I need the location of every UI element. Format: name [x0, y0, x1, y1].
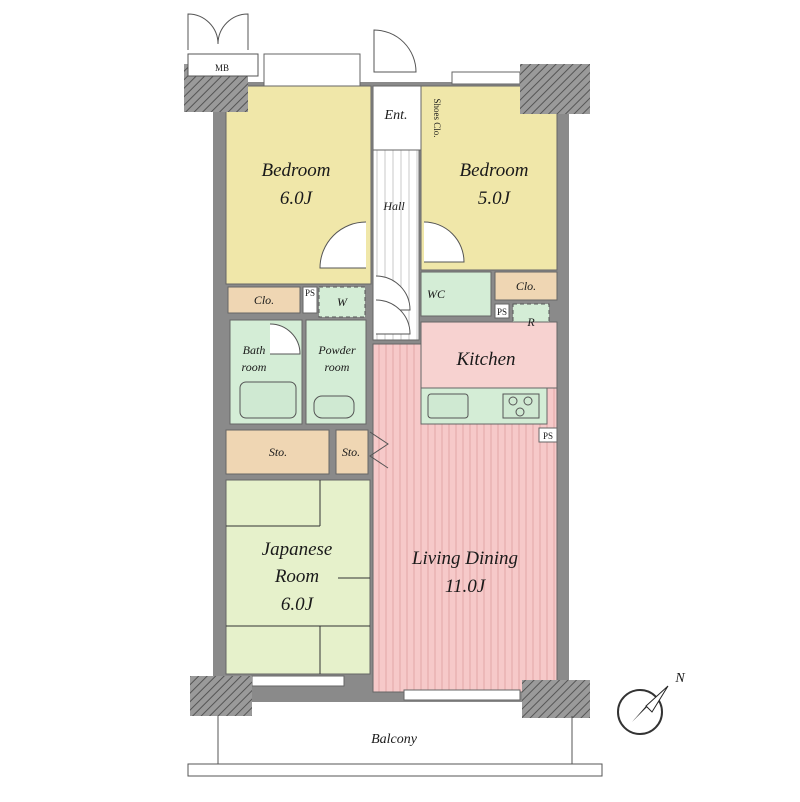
- closet-west-label: Clo.: [254, 293, 274, 307]
- wc-room: [420, 271, 492, 317]
- hall-label: Hall: [382, 199, 405, 213]
- mb-doors: [187, 13, 249, 50]
- window-north-west: [263, 53, 361, 87]
- living-dining-name: Living Dining: [411, 548, 518, 569]
- wc-label: WC: [427, 287, 446, 301]
- japanese-room-line2: Room: [274, 566, 319, 587]
- storage-1: [225, 429, 330, 475]
- japanese-room: [225, 479, 371, 675]
- bedroom-east-door: [423, 221, 465, 263]
- window-south-west: [251, 675, 345, 687]
- compass-icon: [617, 685, 669, 735]
- storage-2: [335, 429, 369, 475]
- bedroom-west-door: [319, 221, 367, 269]
- japanese-room-line1: Japanese: [262, 539, 333, 560]
- storage-1-label: Sto.: [269, 445, 287, 459]
- burner-icon: [523, 396, 533, 406]
- kitchen-overlay: [420, 321, 558, 389]
- hatched-wall-se: [522, 680, 590, 718]
- entrance-door: [373, 29, 417, 73]
- japanese-room-size: 6.0J: [281, 594, 315, 615]
- balcony-rail: [187, 763, 603, 777]
- washer-space: [318, 286, 366, 318]
- shoes-closet-label: Shoes Clo.: [432, 98, 442, 137]
- powder-label-1: Powder: [317, 343, 356, 357]
- burner-icon: [508, 396, 518, 406]
- living-door: [375, 299, 411, 335]
- window-north-east: [451, 71, 521, 85]
- entrance-area: [372, 85, 422, 151]
- ps-box-2: [494, 303, 510, 319]
- bedroom-east-size: 5.0J: [478, 188, 512, 209]
- ps-box-1: [302, 286, 318, 314]
- powder-label-2: room: [325, 360, 350, 374]
- washer-label: W: [337, 295, 348, 309]
- mb-box: [187, 53, 259, 77]
- kitchen-label: Kitchen: [455, 349, 515, 370]
- closet-east: [494, 271, 558, 301]
- ps-box-3-overlay: [538, 427, 558, 443]
- storage-2-label: Sto.: [342, 445, 360, 459]
- bath-door: [269, 323, 301, 355]
- washbasin: [313, 395, 355, 419]
- hatched-wall-sw: [190, 676, 252, 716]
- living-dining-size: 11.0J: [445, 576, 487, 597]
- mb-label: MB: [215, 63, 229, 73]
- refrigerator-label: R: [526, 315, 535, 329]
- stove-overlay: [502, 393, 540, 419]
- window-south-east: [403, 689, 521, 701]
- storage-door: [369, 431, 389, 469]
- balcony-label: Balcony: [371, 732, 418, 747]
- hatched-wall-ne: [520, 64, 590, 114]
- closet-west: [227, 286, 301, 314]
- ps-label-1: PS: [305, 288, 315, 298]
- bedroom-west-size: 6.0J: [280, 188, 314, 209]
- ps-label-2: PS: [497, 307, 507, 317]
- bath-label-2: room: [242, 360, 267, 374]
- burner-icon: [515, 407, 525, 417]
- entrance-label: Ent.: [384, 108, 408, 123]
- compass-north-label: N: [674, 671, 685, 686]
- ps-label-3: PS: [543, 431, 553, 441]
- sink-overlay: [427, 393, 469, 419]
- bathtub: [239, 381, 297, 419]
- bedroom-east-name: Bedroom: [460, 160, 529, 181]
- closet-east-label: Clo.: [516, 279, 536, 293]
- bedroom-west-name: Bedroom: [262, 160, 331, 181]
- bath-label-1: Bath: [243, 343, 266, 357]
